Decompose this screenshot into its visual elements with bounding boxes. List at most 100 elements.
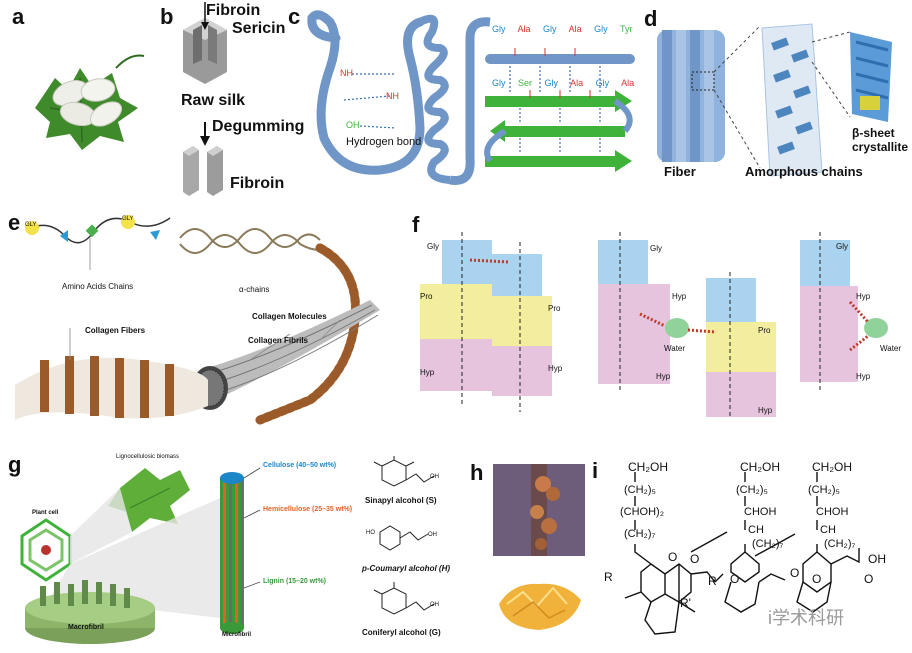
side-chain-sticks: [514, 48, 591, 98]
amorphous-chains-label: Amorphous chains: [745, 164, 863, 179]
panel-a-label: a: [12, 4, 25, 29]
beta-sheet-strands: [484, 54, 635, 172]
mulberry-leaves: [35, 54, 145, 150]
silk-fibroin-structure: [307, 10, 635, 186]
pro-label-3: Pro: [758, 326, 771, 335]
coumaryl-label: p-Coumaryl alcohol (H): [362, 564, 451, 573]
lignin-label: Lignin (15–20 wt%): [263, 578, 327, 585]
sinapyl-oh: OH: [430, 474, 439, 480]
choh-2: (CHOH)₂: [620, 506, 664, 518]
macrofibril-label: Macrofibril: [68, 624, 104, 631]
ch2-7-3: (CH₂)₇: [824, 538, 856, 550]
fibroin-pointer-head: [201, 22, 209, 30]
gly-label-3: Gly: [836, 242, 848, 251]
residue-2-2: Ser: [518, 78, 533, 88]
structure-1: [420, 232, 552, 412]
ch-2: CH: [820, 524, 836, 536]
hyp-label-7: Hyp: [856, 372, 871, 381]
hyp-label-6: Hyp: [856, 292, 871, 301]
ch2-5-3: (CH₂)₅: [808, 484, 840, 496]
hyp-label-3: Hyp: [672, 292, 687, 301]
pro-label-2: Pro: [548, 304, 561, 313]
coumaryl-oh: OH: [428, 532, 437, 538]
r-1: R: [604, 570, 613, 584]
shellac-flakes: [499, 583, 581, 630]
ch2oh-1: CH₂OH: [628, 460, 668, 474]
residue-1-3: Gly: [543, 24, 557, 34]
hemicellulose-label: Hemicellulose (25–35 wt%): [263, 506, 353, 513]
gly-bead-2: GLY: [122, 216, 134, 222]
panel-h-label: h: [470, 460, 484, 485]
degumming-diagram: [183, 2, 227, 196]
fibroin-top-label: Fibroin: [206, 2, 261, 19]
cocoons: [52, 78, 123, 127]
choh-3: CHOH: [816, 506, 849, 518]
residue-2-3: Gly: [544, 78, 559, 88]
alpha-chain-helices: [179, 228, 321, 254]
o-2: O: [690, 552, 700, 566]
oh-1: OH: [868, 552, 886, 566]
panel-f-label: f: [412, 212, 420, 237]
biomass-leaf: [108, 468, 190, 532]
panel-c-label: c: [288, 4, 301, 29]
residue-1-1: Gly: [492, 24, 506, 34]
watermark-text: i学术科研: [768, 608, 844, 628]
panel-i-label: i: [592, 458, 599, 483]
beta-sheet-crystallite: [850, 32, 892, 122]
ch-1: CH: [748, 524, 764, 536]
ch2-5-2: (CH₂)₅: [736, 484, 768, 496]
amorphous-chain-region: [761, 23, 823, 177]
amino-acids-chains-label: Amino Acids Chains: [62, 282, 134, 291]
shellac-chemical-structure: [624, 472, 860, 635]
ch2-7-1: (CH₂)₇: [624, 528, 656, 540]
residue-1-4: Ala: [568, 24, 582, 34]
collagen-hierarchy-diagram: [15, 215, 380, 425]
coniferyl-structure: [373, 582, 435, 615]
microfibril: [220, 472, 244, 634]
o-6: O: [864, 572, 874, 586]
collagen-fibrils-label: Collagen Fibrils: [248, 336, 309, 345]
ch2oh-2: CH₂OH: [740, 460, 780, 474]
collagen-fiber: [15, 356, 208, 420]
structure-bonds: [624, 472, 860, 635]
fibroin-bottom-label: Fibroin: [230, 175, 285, 192]
hyp-label-4: Hyp: [656, 372, 671, 381]
choh-1: CHOH: [744, 506, 777, 518]
silkworm-cocoons-image: [35, 54, 145, 150]
residue-1-2: Ala: [517, 24, 531, 34]
collagen-hydrogen-bonding-diagram: [420, 232, 888, 417]
degumming-arrow-head: [200, 136, 210, 146]
o-3: O: [730, 572, 740, 586]
residue-2-5: Gly: [595, 78, 610, 88]
coumaryl-ho: HO: [366, 530, 375, 536]
coniferyl-label: Coniferyl alcohol (G): [362, 628, 441, 637]
residue-1-6: Tyr: [619, 24, 633, 34]
nh-label-2: NH: [386, 91, 399, 101]
gly-label-2: Gly: [650, 244, 662, 253]
ch2oh-3: CH₂OH: [812, 460, 852, 474]
lignocellulosic-label: Lignocellulosic biomass: [116, 454, 180, 460]
fiber-bundle: [657, 30, 725, 162]
pro-label-1: Pro: [420, 292, 433, 301]
beta-sheet-label: β-sheet crystallite: [852, 126, 909, 154]
component-pointers: [243, 467, 261, 589]
nh-label-1: NH: [340, 68, 353, 78]
residue-1-5: Gly: [594, 24, 608, 34]
fibroin-fibers: [183, 146, 223, 196]
amino-acid-row-2: Gly Ser Gly Ala Gly Ala: [492, 78, 634, 88]
hyp-label-5: Hyp: [758, 406, 773, 415]
residue-2-4: Ala: [570, 78, 584, 88]
r-prime: R': [680, 596, 691, 610]
gly-label-1: Gly: [427, 242, 439, 251]
fiber-label: Fiber: [664, 164, 696, 179]
sinapyl-structure: [373, 456, 435, 487]
structure-3: [800, 232, 888, 392]
panel-d-label: d: [644, 6, 658, 31]
hyp-label-1: Hyp: [420, 368, 435, 377]
shellac-images: [493, 464, 585, 630]
zoom-cones: [50, 488, 220, 618]
residue-2-1: Gly: [492, 78, 506, 88]
microfibril-label: Microfibril: [222, 632, 252, 638]
random-coil-ribbon: [307, 10, 425, 175]
zoom-lines: [713, 25, 761, 169]
